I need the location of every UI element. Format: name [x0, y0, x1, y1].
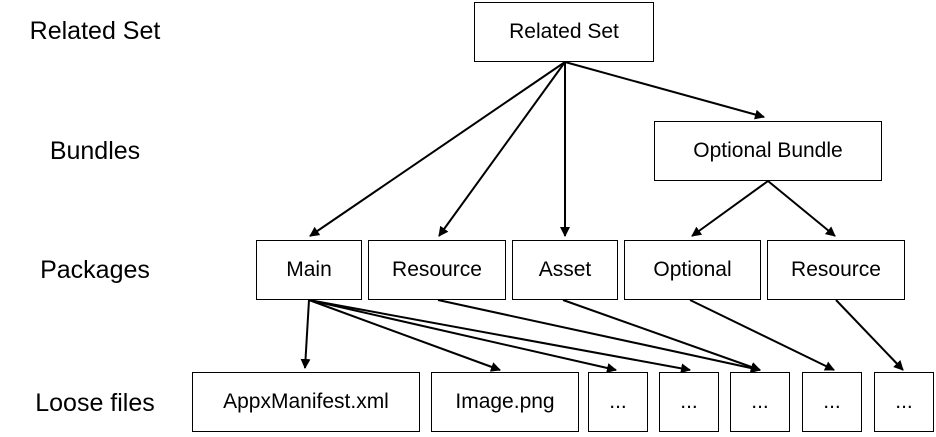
edge-pkg_main-to-file_more_1 — [308, 299, 617, 373]
file-ellipsis-box: ... — [730, 372, 790, 432]
edge-pkg_resource2-to-file_more_5 — [835, 299, 904, 371]
edge-related_set-to-optional_bundle — [564, 61, 765, 120]
file-ellipsis-box: ... — [802, 372, 862, 432]
package-asset-box: Asset — [512, 240, 618, 300]
related-set-box: Related Set — [474, 2, 654, 62]
optional-bundle-box: Optional Bundle — [654, 121, 882, 181]
row-label-loose-files: Loose files — [35, 389, 155, 417]
package-main-box: Main — [256, 240, 362, 300]
edge-pkg_main-to-file_manifest — [300, 299, 311, 369]
edge-pkg_asset-to-file_more_3 — [562, 299, 761, 372]
edge-pkg_main-to-file_image — [308, 299, 501, 372]
file-image-png-box: Image.png — [431, 372, 579, 432]
edge-pkg_main-to-file_more_2 — [308, 299, 691, 374]
row-label-bundles: Bundles — [49, 137, 141, 165]
package-optional-box: Optional — [624, 240, 761, 300]
file-ellipsis-box: ... — [588, 372, 648, 432]
edge-related_set-to-pkg_resource — [438, 61, 566, 237]
edge-optional_bundle-to-pkg_resource2 — [767, 180, 836, 237]
file-ellipsis-box: ... — [659, 372, 719, 432]
file-ellipsis-box: ... — [874, 372, 934, 432]
file-appxmanifest-box: AppxManifest.xml — [192, 372, 420, 432]
edge-pkg_resource-to-file_more_2 — [437, 299, 761, 373]
edge-related_set-to-pkg_main — [309, 61, 566, 237]
package-resource-box: Resource — [368, 240, 506, 300]
row-label-related-set: Related Set — [29, 17, 161, 45]
edge-pkg_optional-to-file_more_4 — [689, 299, 835, 371]
row-label-packages: Packages — [40, 256, 150, 284]
package-resource-2-box: Resource — [767, 240, 905, 300]
edge-optional_bundle-to-pkg_optional — [691, 180, 769, 237]
